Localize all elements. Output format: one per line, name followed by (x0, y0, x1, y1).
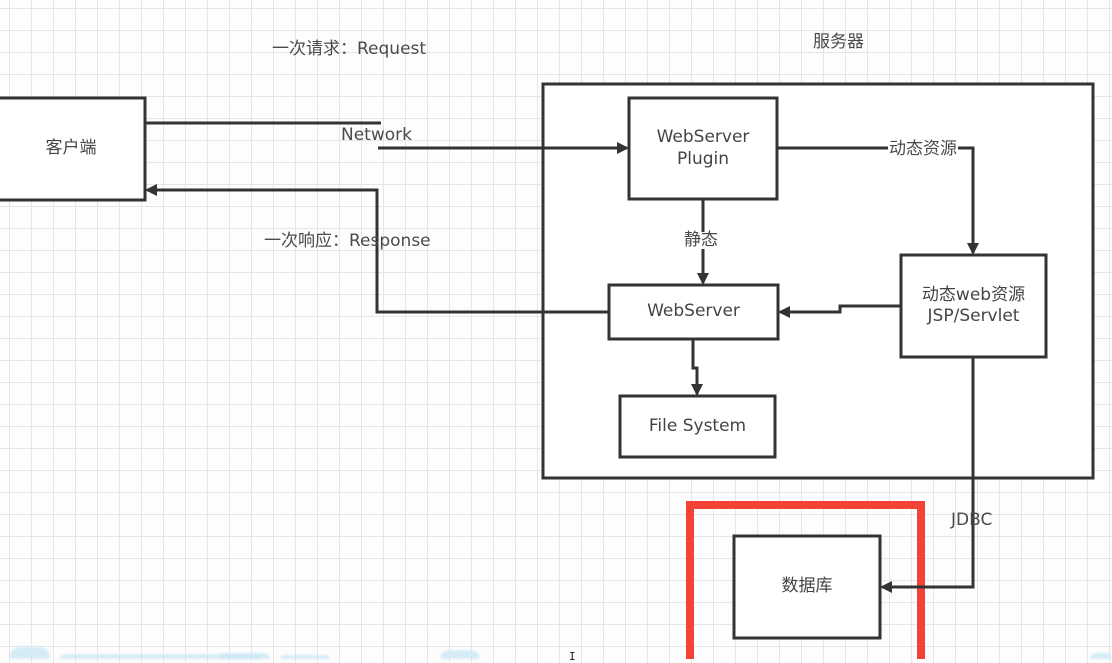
dynamic-resource-label-line1: 动态web资源 (921, 284, 1026, 305)
dynamic-resource-label-line2: JSP/Servlet (927, 306, 1020, 326)
file-system-node[interactable] (618, 394, 777, 459)
webserver-label: WebServer (609, 285, 778, 339)
webserver-plugin-label-line1: WebServer (656, 127, 750, 148)
server-title: 服务器 (813, 32, 864, 52)
client-label-text: 客户端 (45, 138, 97, 159)
jdbc-edge[interactable] (880, 357, 975, 593)
client-node[interactable] (0, 96, 147, 202)
response-edge[interactable] (145, 184, 609, 314)
webserver-node[interactable] (607, 283, 780, 341)
database-highlight-frame (686, 501, 925, 659)
database-label-text: 数据库 (781, 576, 833, 597)
bottom-overlay-smear (1090, 653, 1112, 659)
webserver-plugin-label-line2: Plugin (676, 148, 730, 169)
text-cursor-icon: I (569, 650, 576, 663)
file-system-label: File System (620, 396, 775, 457)
dynamic-edge[interactable] (777, 146, 979, 255)
bottom-overlay-smear (220, 653, 270, 659)
webserver-to-fs-edge[interactable] (691, 339, 703, 396)
bottom-overlay-smear (60, 654, 260, 659)
bottom-overlay-smear (440, 650, 480, 659)
response-label: 一次响应：Response (264, 231, 431, 251)
dynamic-to-webserver-edge[interactable] (778, 304, 901, 318)
request-label: 一次请求：Request (272, 39, 427, 59)
webserver-label-text: WebServer (647, 301, 740, 322)
bottom-overlay-smear (10, 647, 50, 659)
dynamic-resource-label: 动态web资源 JSP/Servlet (901, 255, 1046, 357)
webserver-plugin-label: WebServer Plugin (629, 98, 777, 199)
file-system-label-text: File System (648, 415, 747, 436)
bottom-overlay-smear (280, 655, 330, 659)
dynamic-label: 动态资源 (888, 139, 958, 159)
database-label: 数据库 (734, 536, 880, 638)
client-label: 客户端 (0, 98, 145, 200)
network-label: Network (341, 125, 412, 145)
static-label: 静态 (683, 230, 719, 250)
jdbc-label: JDBC (951, 510, 993, 530)
